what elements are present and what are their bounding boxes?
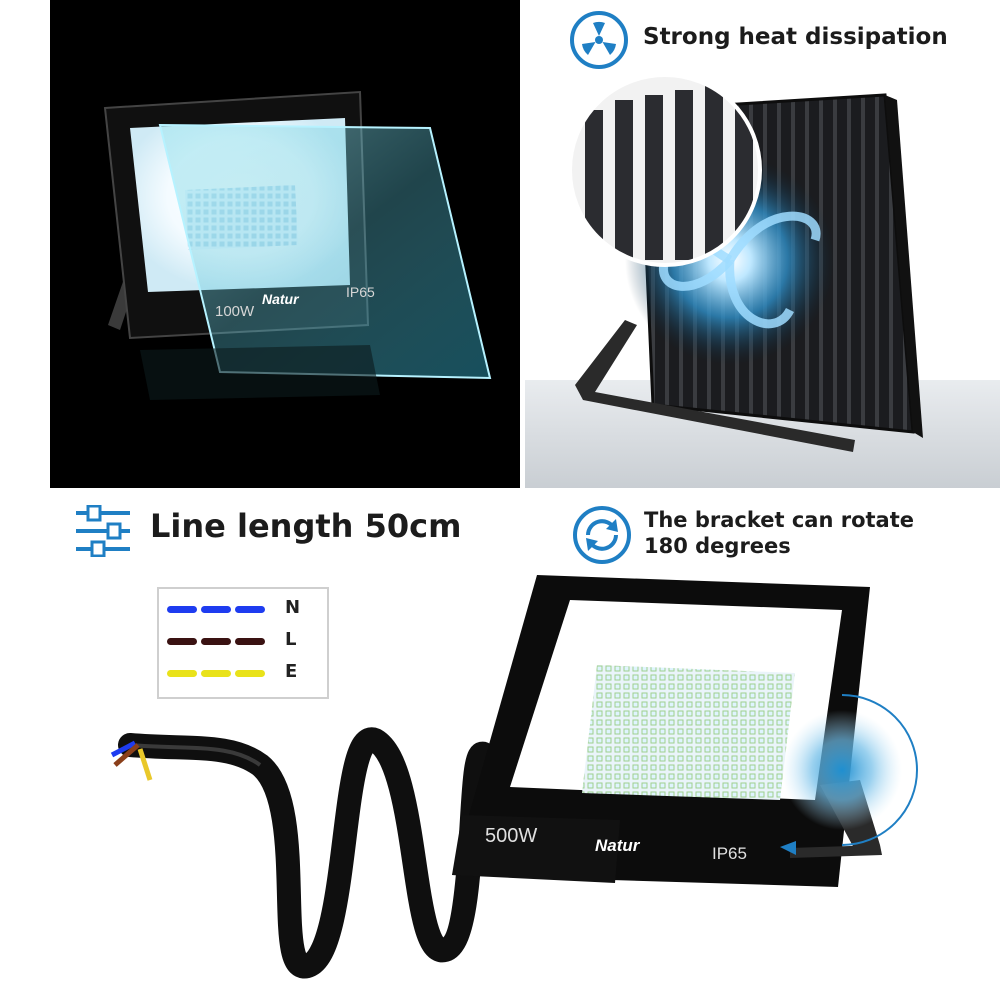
wire-legend-label: N [285, 597, 301, 618]
wire-legend-label: L [285, 629, 297, 650]
line-length-title: Line length 50cm [150, 507, 462, 545]
heat-dissipation-image: Strong heat dissipation [525, 0, 1000, 488]
wire-legend-label: E [285, 661, 298, 682]
glass-panel-image: 100W Natur IP65 [50, 0, 520, 488]
rotate-feature-title: The bracket can rotate 180 degrees [644, 507, 914, 559]
fan-icon [570, 11, 628, 69]
wire-color-segment [235, 638, 265, 645]
wire-color-segment [201, 670, 231, 677]
wire-color-segment [167, 670, 197, 677]
heat-feature-title: Strong heat dissipation [643, 24, 948, 50]
rating-label-small: IP65 [346, 284, 375, 300]
wire-color-segment [235, 606, 265, 613]
wire-color-segment [201, 606, 231, 613]
wattage-label-small: 100W [215, 303, 255, 320]
wire-legend-row: L [167, 629, 317, 655]
rating-label: IP65 [712, 844, 747, 863]
wire-color-segment [201, 638, 231, 645]
wire-color-segment [167, 638, 197, 645]
wiring-bracket-image: Line length 50cm The bracket can rotate … [0, 495, 1000, 994]
brand-label: Natur [595, 836, 641, 855]
sliders-icon [76, 505, 130, 557]
wattage-label: 500W [485, 825, 537, 847]
wire-color-segment [235, 670, 265, 677]
wire-legend-row: N [167, 597, 317, 623]
rotate-icon [573, 506, 631, 564]
rotate-title-line1: The bracket can rotate [644, 508, 914, 532]
wire-color-segment [167, 606, 197, 613]
wire-legend-row: E [167, 661, 317, 687]
rotate-title-line2: 180 degrees [644, 534, 791, 558]
brand-label-small: Natur [262, 291, 300, 307]
